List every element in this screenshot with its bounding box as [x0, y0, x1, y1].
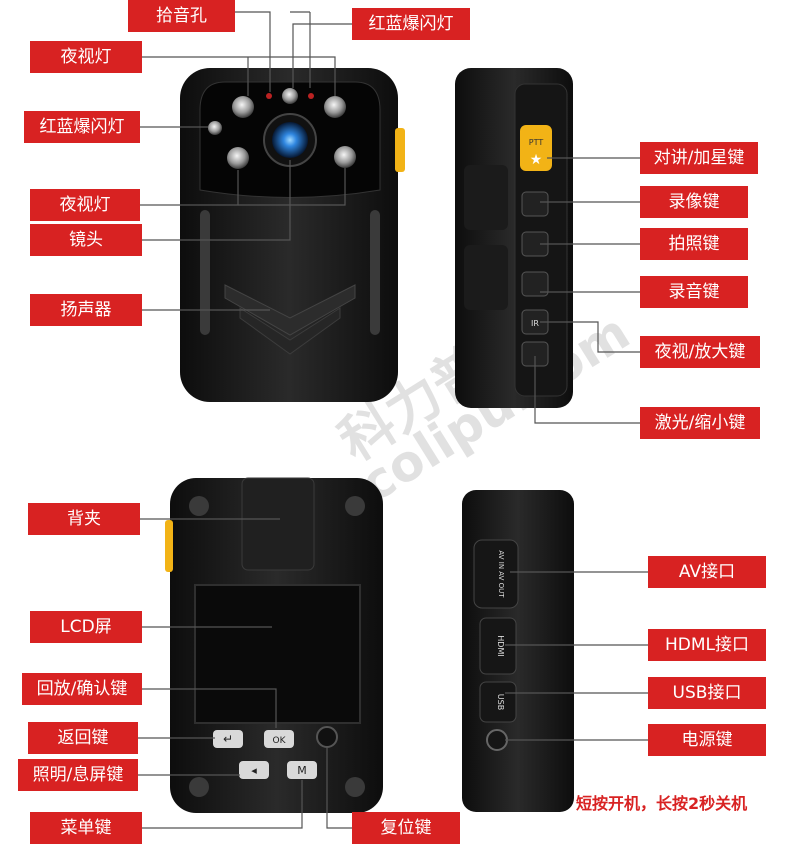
menu-button	[287, 761, 317, 779]
label-usb-port: USB接口	[648, 677, 766, 709]
label-light-screen-key: 照明/息屏键	[18, 759, 138, 791]
hdmi-port-text: HDMI	[496, 635, 505, 656]
flash-led	[282, 88, 298, 104]
label-flash-left: 红蓝爆闪灯	[24, 111, 140, 143]
label-speaker: 扬声器	[30, 294, 142, 326]
star-icon: ★	[530, 152, 543, 168]
power-button	[486, 729, 508, 751]
label-photo-key: 拍照键	[640, 228, 748, 260]
av-port-text: AV IN AV OUT	[497, 550, 505, 598]
label-flash-top: 红蓝爆闪灯	[352, 8, 470, 40]
menu-text: M	[297, 764, 307, 777]
front-view	[180, 68, 405, 402]
label-mic-hole: 拾音孔	[128, 0, 235, 32]
ptt-text: PTT	[529, 138, 544, 147]
label-night-light-2: 夜视灯	[30, 189, 140, 221]
lcd-screen	[194, 584, 361, 724]
label-menu-key: 菜单键	[30, 812, 142, 844]
label-power-key: 电源键	[648, 724, 766, 756]
label-laser-zoom-out-key: 激光/缩小键	[640, 407, 760, 439]
flashlight-icon: ◂	[251, 764, 257, 777]
label-back-clip: 背夹	[28, 503, 140, 535]
label-playback-ok-key: 回放/确认键	[22, 673, 142, 705]
label-return-key: 返回键	[28, 722, 138, 754]
label-audio-key: 录音键	[640, 276, 748, 308]
ptt-button	[520, 125, 552, 171]
label-lcd-screen: LCD屏	[30, 611, 142, 643]
power-hint: 短按开机，长按2秒关机	[576, 794, 748, 813]
night-light-led	[334, 146, 356, 168]
ok-button	[264, 730, 294, 748]
reset-button	[316, 726, 338, 748]
return-icon: ↵	[223, 732, 233, 746]
label-talk-star-key: 对讲/加星键	[640, 142, 758, 174]
night-light-led	[232, 96, 254, 118]
lens	[272, 122, 308, 158]
label-night-zoom-in-key: 夜视/放大键	[640, 336, 760, 368]
label-reset-key: 复位键	[352, 812, 460, 844]
back-view: ↵ OK ◂ M	[165, 477, 383, 813]
label-lens: 镜头	[30, 224, 142, 256]
night-light-led	[324, 96, 346, 118]
return-button	[213, 730, 243, 748]
ir-text: IR	[531, 319, 539, 328]
label-record-key: 录像键	[640, 186, 748, 218]
side-view-ports: AV IN AV OUT HDMI USB	[462, 490, 574, 812]
usb-port-text: USB	[496, 694, 505, 710]
ok-text: OK	[273, 736, 287, 746]
label-night-light-1: 夜视灯	[30, 41, 142, 73]
back-clip	[241, 477, 315, 571]
label-av-port: AV接口	[648, 556, 766, 588]
light-button	[239, 761, 269, 779]
night-light-led	[227, 147, 249, 169]
flash-led	[208, 121, 222, 135]
label-hdmi-port: HDML接口	[648, 629, 766, 661]
side-yellow-button	[395, 128, 405, 172]
side-view-buttons: PTT ★ IR	[455, 68, 573, 408]
